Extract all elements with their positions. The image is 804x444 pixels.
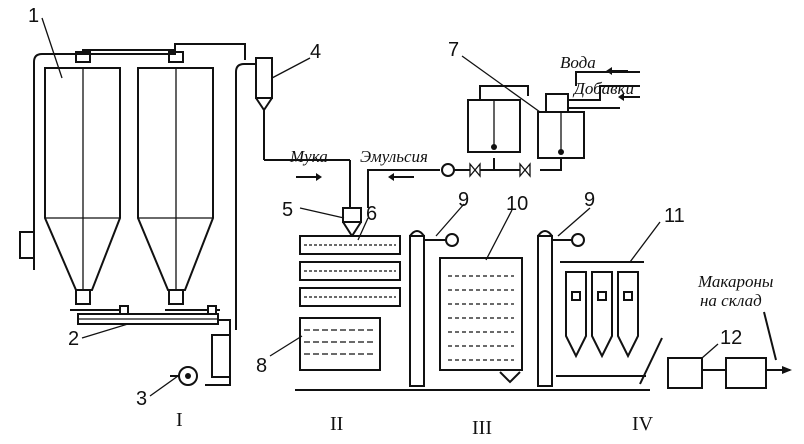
silo-top-pipe — [33, 50, 176, 270]
flow-label-emulsion: Эмульсия — [360, 147, 428, 166]
emulsion-valve — [441, 162, 495, 178]
packing-machine — [639, 311, 792, 389]
flour-silo-left — [44, 51, 121, 305]
flow-label-water: Вода — [560, 53, 596, 72]
blower — [170, 366, 198, 386]
cyclone — [255, 57, 351, 208]
flow-label-additives: Добавки — [572, 79, 634, 98]
flow-label-output-line2: на склад — [700, 291, 762, 310]
callout-9-right: 9 — [584, 189, 595, 211]
callout-12: 12 — [720, 327, 742, 349]
emulsion-pipe — [367, 169, 440, 208]
callout-6: 6 — [366, 203, 377, 225]
stage-label-iii: III — [472, 417, 492, 439]
pasta-press — [299, 235, 401, 371]
callout-8: 8 — [256, 355, 267, 377]
callout-2: 2 — [68, 328, 79, 350]
elevator-right — [537, 230, 585, 387]
emulsion-tank-right — [537, 93, 585, 159]
filter — [211, 334, 231, 378]
press-hopper — [342, 207, 362, 238]
callout-1: 1 — [28, 5, 39, 27]
callout-5: 5 — [282, 199, 293, 221]
stage-label-i: I — [176, 409, 183, 431]
callout-3: 3 — [136, 388, 147, 410]
stage-label-ii: II — [330, 413, 343, 435]
stage-label-iv: IV — [632, 413, 654, 435]
dryer — [439, 257, 523, 384]
flow-label-output-line1: Макароны — [697, 272, 773, 291]
storage-bunkers — [556, 261, 646, 377]
flour-silo-right — [137, 51, 214, 305]
flow-label-flour: Мука — [289, 147, 328, 166]
screw-conveyor — [70, 305, 220, 325]
callout-9-left: 9 — [458, 189, 469, 211]
leader-lines — [41, 17, 719, 397]
callout-10: 10 — [506, 193, 528, 215]
callout-4: 4 — [310, 41, 321, 63]
emulsion-tank-left — [467, 85, 529, 153]
callout-7: 7 — [448, 39, 459, 61]
callout-11: 11 — [664, 205, 685, 227]
flow-arrows — [296, 67, 640, 181]
elevator-left — [409, 230, 459, 387]
level-gauge — [19, 231, 35, 259]
